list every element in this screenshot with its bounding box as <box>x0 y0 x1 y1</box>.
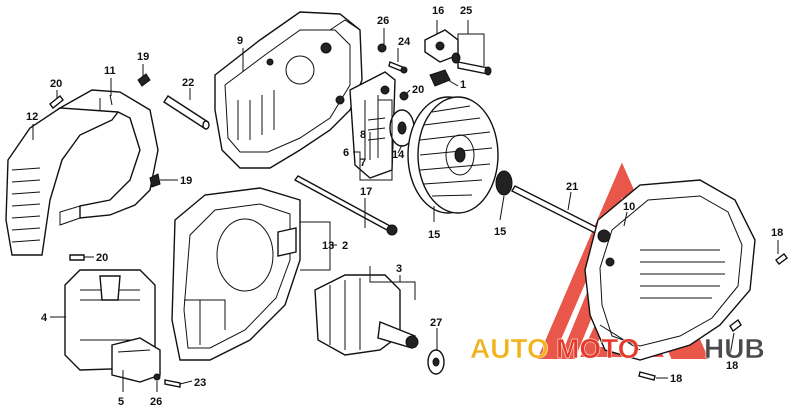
label-18-bottom: 18 <box>670 373 682 385</box>
label-9: 9 <box>237 35 243 47</box>
part-17-bolt <box>293 175 398 236</box>
label-4: 4 <box>41 312 48 324</box>
label-1: 1 <box>460 79 466 91</box>
part-16-terminal <box>424 29 459 63</box>
part-18-screw-bottom <box>638 371 656 381</box>
label-7: 7 <box>360 157 366 169</box>
label-24: 24 <box>398 36 411 48</box>
watermark-moto: MOTO <box>556 333 639 364</box>
part-26-washer-top <box>377 43 387 53</box>
part-9-main-case <box>214 11 363 169</box>
part-2-rear-case <box>171 187 301 361</box>
watermark-auto: AUTO <box>470 333 549 364</box>
label-26-top: 26 <box>377 15 389 27</box>
part-18-screw-bottom-right <box>729 318 742 333</box>
part-27-cap <box>427 349 445 375</box>
part-6-points-assembly <box>349 71 396 179</box>
part-19-clip-mid <box>149 173 161 188</box>
label-20-bottom: 20 <box>96 252 108 264</box>
part-20-screw-top-left <box>49 95 64 109</box>
label-26-bottom: 26 <box>150 396 162 408</box>
label-15-top: 14 <box>392 149 405 161</box>
label-10: 10 <box>623 201 635 213</box>
label-19-top: 19 <box>137 51 149 63</box>
part-20-screw-bottom-left <box>69 254 85 261</box>
label-20-mid: 20 <box>412 84 424 96</box>
part-number-labels: 16 25 26 24 1 20 9 19 11 20 22 12 8 6 7 … <box>26 5 783 408</box>
part-24-screw <box>388 61 408 74</box>
part-26-washer-bottom <box>153 373 161 381</box>
part-12-cowl <box>5 89 159 256</box>
label-23: 23 <box>194 377 206 389</box>
part-15-washer <box>495 170 513 196</box>
label-11: 11 <box>104 65 116 77</box>
label-16: 16 <box>432 5 444 17</box>
part-19-clip-top <box>137 73 151 87</box>
label-15-bottom: 15 <box>494 226 506 238</box>
label-22: 22 <box>182 77 194 89</box>
label-8: 8 <box>360 129 366 141</box>
part-13-gasket <box>277 227 297 257</box>
part-25-screws <box>451 52 492 76</box>
part-3-starter <box>314 274 419 356</box>
leader-lines <box>32 20 779 392</box>
part-14-flywheel <box>407 96 499 214</box>
part-1-cap <box>429 69 451 87</box>
watermark-logo-text: AUTO MOTO HUB <box>470 333 765 365</box>
label-19-mid: 19 <box>180 175 192 187</box>
label-2: 2 <box>342 240 348 252</box>
label-21: 21 <box>566 181 578 193</box>
label-27: 27 <box>430 317 442 329</box>
part-10-fan-cover <box>584 179 756 361</box>
part-18-screw-right <box>775 253 788 265</box>
label-3: 3 <box>396 263 402 275</box>
part-5-base <box>111 337 161 383</box>
label-18-bottom-right: 18 <box>726 360 738 372</box>
label-13: 13 <box>322 240 334 252</box>
label-6: 6 <box>343 147 349 159</box>
label-18-right: 18 <box>771 227 783 239</box>
label-17: 17 <box>360 186 372 198</box>
label-12: 12 <box>26 111 38 123</box>
part-22-pin <box>163 95 210 130</box>
label-5: 5 <box>118 396 124 408</box>
label-25: 25 <box>460 5 472 17</box>
part-23-screw <box>164 379 181 388</box>
watermark-hub: HUB <box>704 333 765 364</box>
label-14: 15 <box>428 229 440 241</box>
label-20-top: 20 <box>50 78 62 90</box>
